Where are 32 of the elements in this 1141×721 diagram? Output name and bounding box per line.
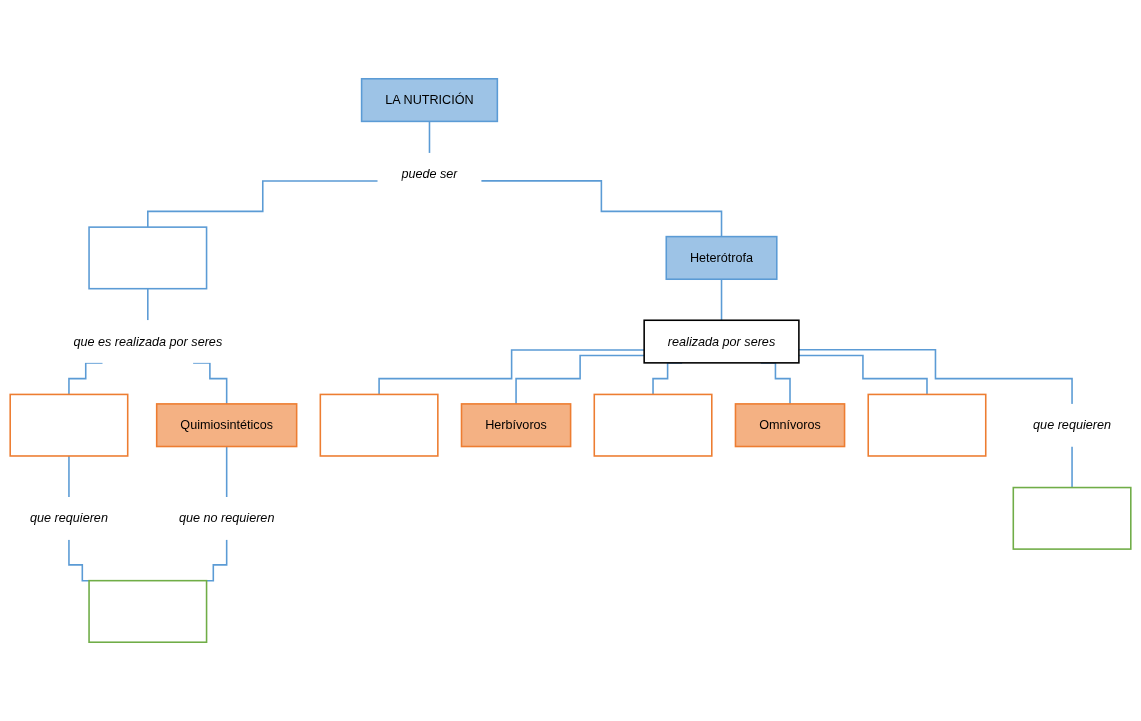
connector: [428, 120, 431, 154]
connector: [720, 278, 723, 322]
connector: [147, 180, 379, 228]
node-box: Omnívoros: [734, 403, 846, 448]
connector: [68, 362, 104, 396]
node-text: que requieren: [29, 511, 108, 525]
connector: [798, 348, 1073, 405]
node-text: que no requieren: [178, 511, 275, 525]
node-box: [319, 393, 439, 457]
connector: [1071, 445, 1073, 489]
connector: [147, 287, 149, 322]
node-box: [88, 579, 208, 643]
connector: [480, 180, 723, 238]
connector: [378, 349, 645, 396]
node-text: que requieren: [1033, 418, 1112, 432]
node-box: [867, 393, 987, 457]
connector: [515, 354, 645, 405]
connector: [225, 445, 228, 498]
node-box: [593, 393, 713, 457]
node-box: [9, 393, 129, 457]
node-box: LA NUTRICIÓN: [360, 78, 499, 123]
node-box: Quimiosintéticos: [155, 403, 298, 448]
node-box: realizada por seres: [643, 319, 800, 364]
connector: [192, 362, 228, 405]
connector: [68, 455, 70, 498]
node-box: Heterótrofa: [665, 235, 778, 280]
connector: [798, 354, 928, 396]
node-box: [1012, 486, 1132, 550]
node-box: [88, 226, 208, 290]
node-box: Herbívoros: [460, 403, 572, 448]
node-text: puede ser: [401, 167, 458, 181]
node-text: que es realizada por seres: [73, 334, 223, 348]
